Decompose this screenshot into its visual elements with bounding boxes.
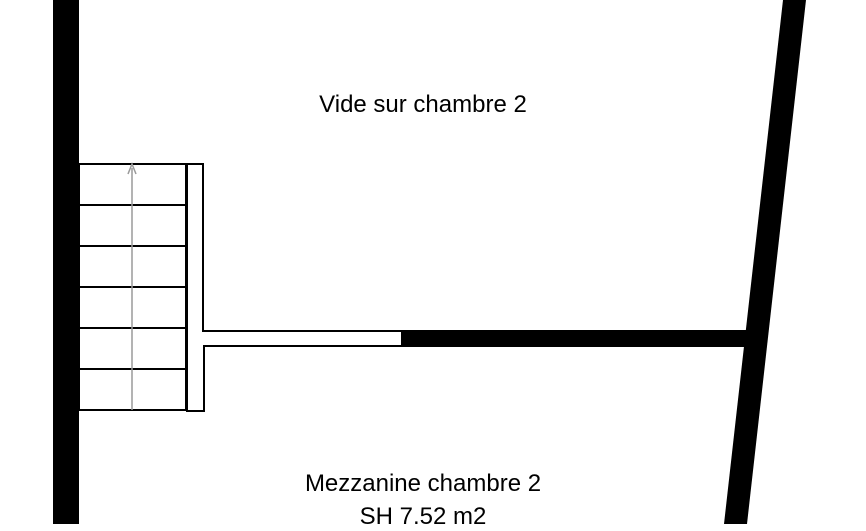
- right-slanted-wall: [724, 0, 806, 524]
- room-area-mezzanine: SH 7.52 m2: [359, 503, 487, 530]
- room-label-mezzanine: Mezzanine chambre 2: [304, 470, 542, 497]
- room-label-void: Vide sur chambre 2: [319, 91, 527, 118]
- stair-railing: [186, 163, 403, 412]
- partition-wall: [402, 330, 749, 347]
- stair-arrow-icon: [127, 161, 137, 410]
- left-wall: [53, 0, 79, 524]
